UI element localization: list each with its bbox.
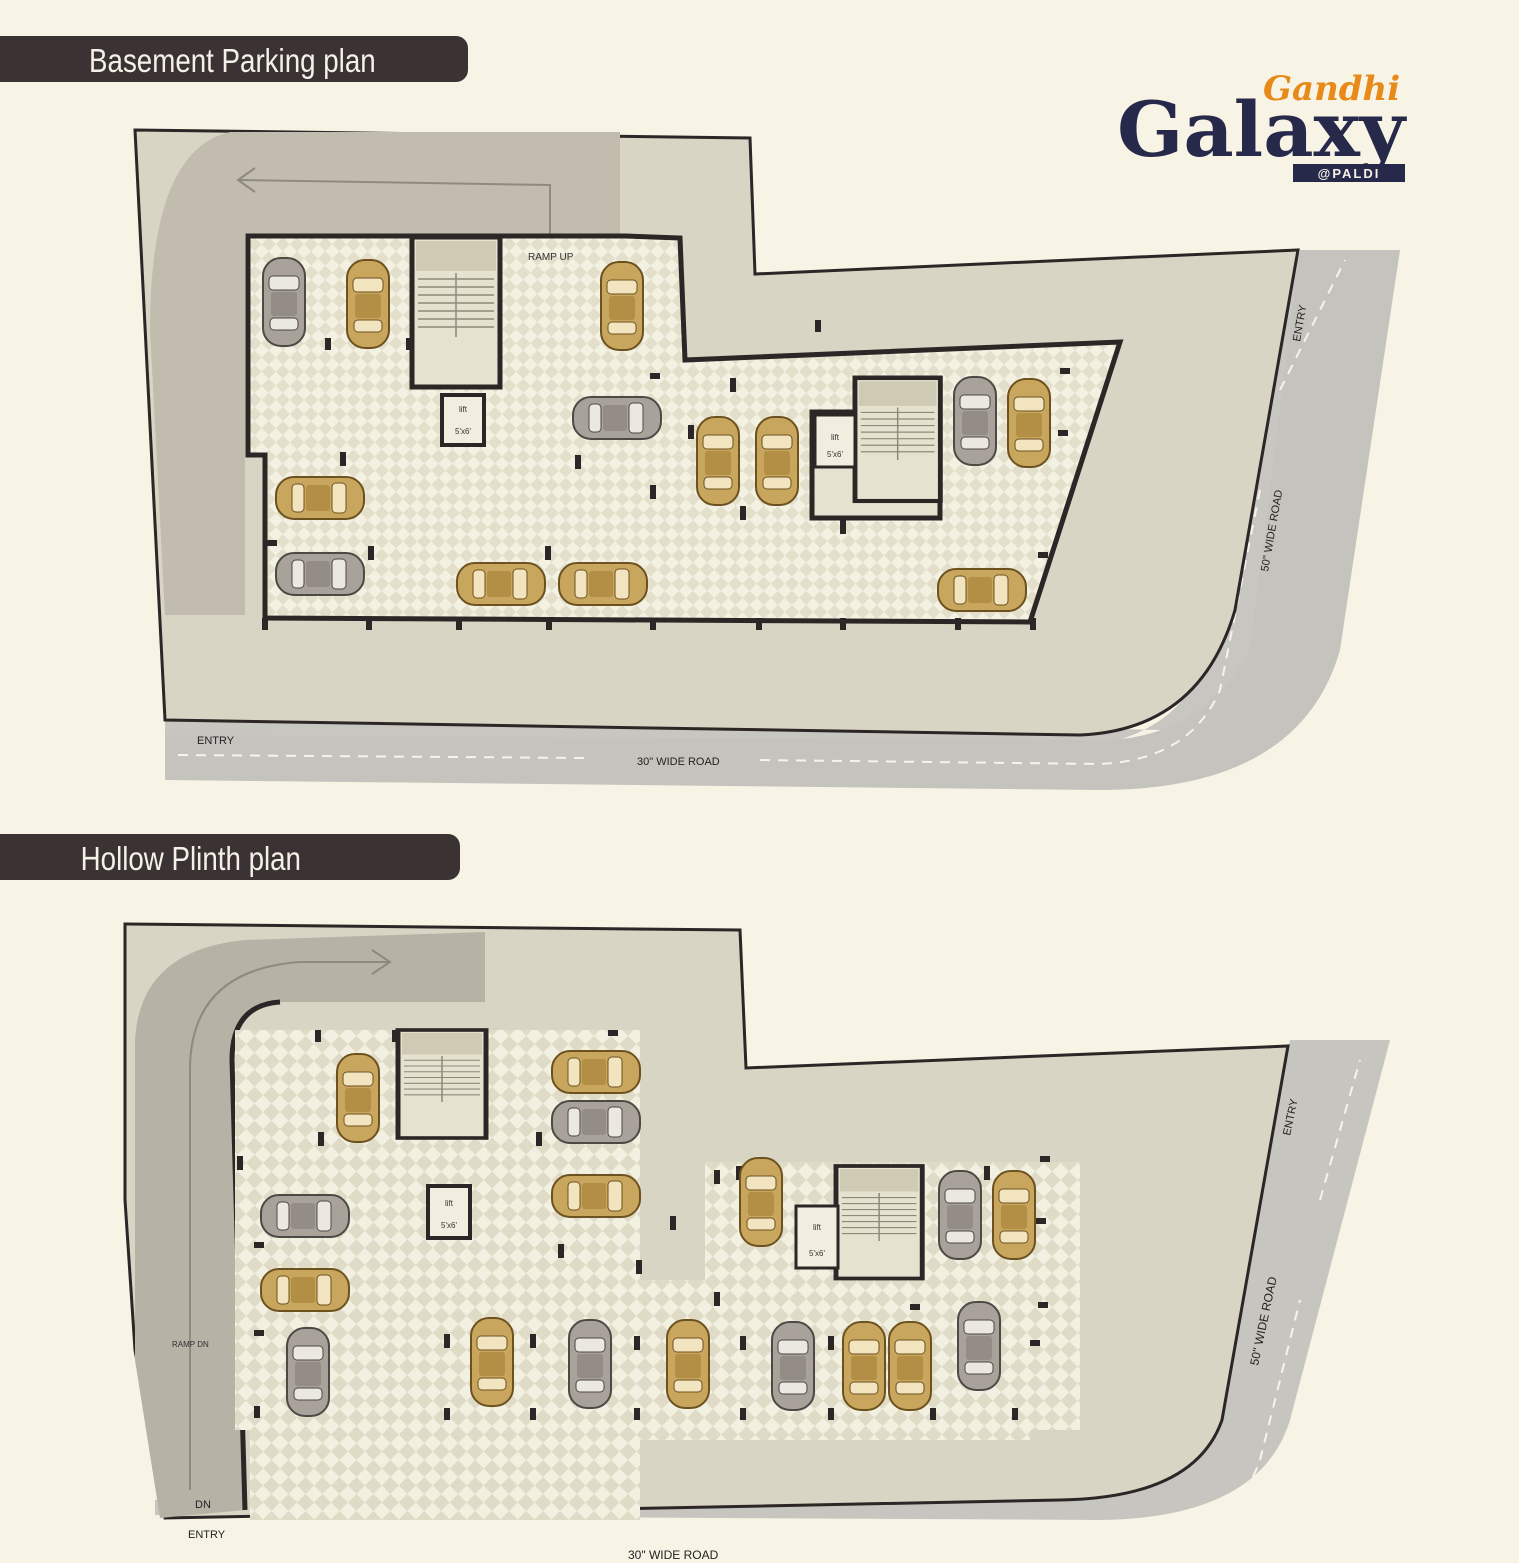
- car-gold: [842, 1321, 886, 1411]
- car-gold: [992, 1170, 1036, 1260]
- car-gold: [600, 261, 644, 351]
- car-gold: [260, 1268, 350, 1312]
- lift: [426, 1184, 472, 1240]
- ramp-label: RAMP UP: [528, 252, 574, 263]
- lift-label: lift: [445, 1199, 454, 1208]
- car-grey: [260, 1194, 350, 1238]
- car-gold: [888, 1321, 932, 1411]
- hollow-plinth-plan: lift 5'x6' lift 5'x6': [123, 922, 1390, 1562]
- columns: [237, 1030, 1050, 1420]
- logo-gandhi: Gandhi: [1263, 69, 1400, 109]
- lift-label: lift: [813, 1223, 822, 1232]
- car-grey: [572, 396, 662, 440]
- lift-size-label: 5'x6': [441, 1221, 457, 1230]
- car-grey: [551, 1100, 641, 1144]
- car-grey: [957, 1301, 1001, 1391]
- car-grey: [286, 1327, 330, 1417]
- car-grey: [771, 1321, 815, 1411]
- car-gold: [666, 1319, 710, 1409]
- logo-galaxy: Galaxy: [1117, 85, 1407, 174]
- driveway-gap: [640, 1030, 705, 1280]
- car-grey: [568, 1319, 612, 1409]
- basement-parking-plan: lift 5'x6' lift 5'x6': [133, 128, 1400, 790]
- car-gold: [558, 562, 648, 606]
- road-main: [165, 250, 1400, 790]
- lift-size-label: 5'x6': [809, 1249, 825, 1258]
- staircase: [836, 1166, 922, 1279]
- lift-label: lift: [459, 405, 468, 414]
- road-label: 30" WIDE ROAD: [628, 1548, 719, 1562]
- car-grey: [953, 376, 997, 466]
- section-title-basement: Basement Parking plan: [0, 36, 468, 82]
- section-title-hollow-plinth: Hollow Plinth plan: [0, 834, 460, 880]
- entry-label: ENTRY: [197, 735, 235, 747]
- car-gold: [336, 1053, 380, 1143]
- car-grey: [275, 552, 365, 596]
- lift: [440, 393, 486, 447]
- car-grey: [938, 1170, 982, 1260]
- car-gold: [551, 1174, 641, 1218]
- staircase: [412, 237, 500, 387]
- ramp-driveway: [135, 932, 485, 1518]
- section-title-text: Basement Parking plan: [89, 42, 376, 79]
- lift: [794, 1204, 840, 1270]
- car-gold: [470, 1317, 514, 1407]
- road-label: 30" WIDE ROAD: [637, 756, 720, 768]
- car-gold: [937, 568, 1027, 612]
- staircase: [398, 1030, 486, 1138]
- ramp-driveway: [150, 132, 620, 615]
- logo-location: @PALDI: [1318, 166, 1381, 181]
- car-gold: [275, 476, 365, 520]
- car-grey: [262, 257, 306, 347]
- entry-label: ENTRY: [188, 1529, 226, 1541]
- car-gold: [346, 259, 390, 349]
- lift-size-label: 5'x6': [827, 450, 843, 459]
- car-gold: [551, 1050, 641, 1094]
- lift-label: lift: [831, 433, 840, 442]
- car-gold: [739, 1157, 783, 1247]
- car-gold: [755, 416, 799, 506]
- section-title-text: Hollow Plinth plan: [80, 840, 301, 877]
- lift-size-label: 5'x6': [455, 427, 471, 436]
- staircase: [855, 378, 940, 501]
- logo-location-bar: [1293, 164, 1405, 182]
- car-gold: [1007, 378, 1051, 468]
- lift: [813, 413, 857, 469]
- brand-logo: Gandhi Galaxy @PALDI: [1117, 69, 1407, 182]
- dn-label: DN: [195, 1499, 211, 1511]
- car-gold: [456, 562, 546, 606]
- car-gold: [696, 416, 740, 506]
- ramp-label: RAMP DN: [172, 1340, 209, 1349]
